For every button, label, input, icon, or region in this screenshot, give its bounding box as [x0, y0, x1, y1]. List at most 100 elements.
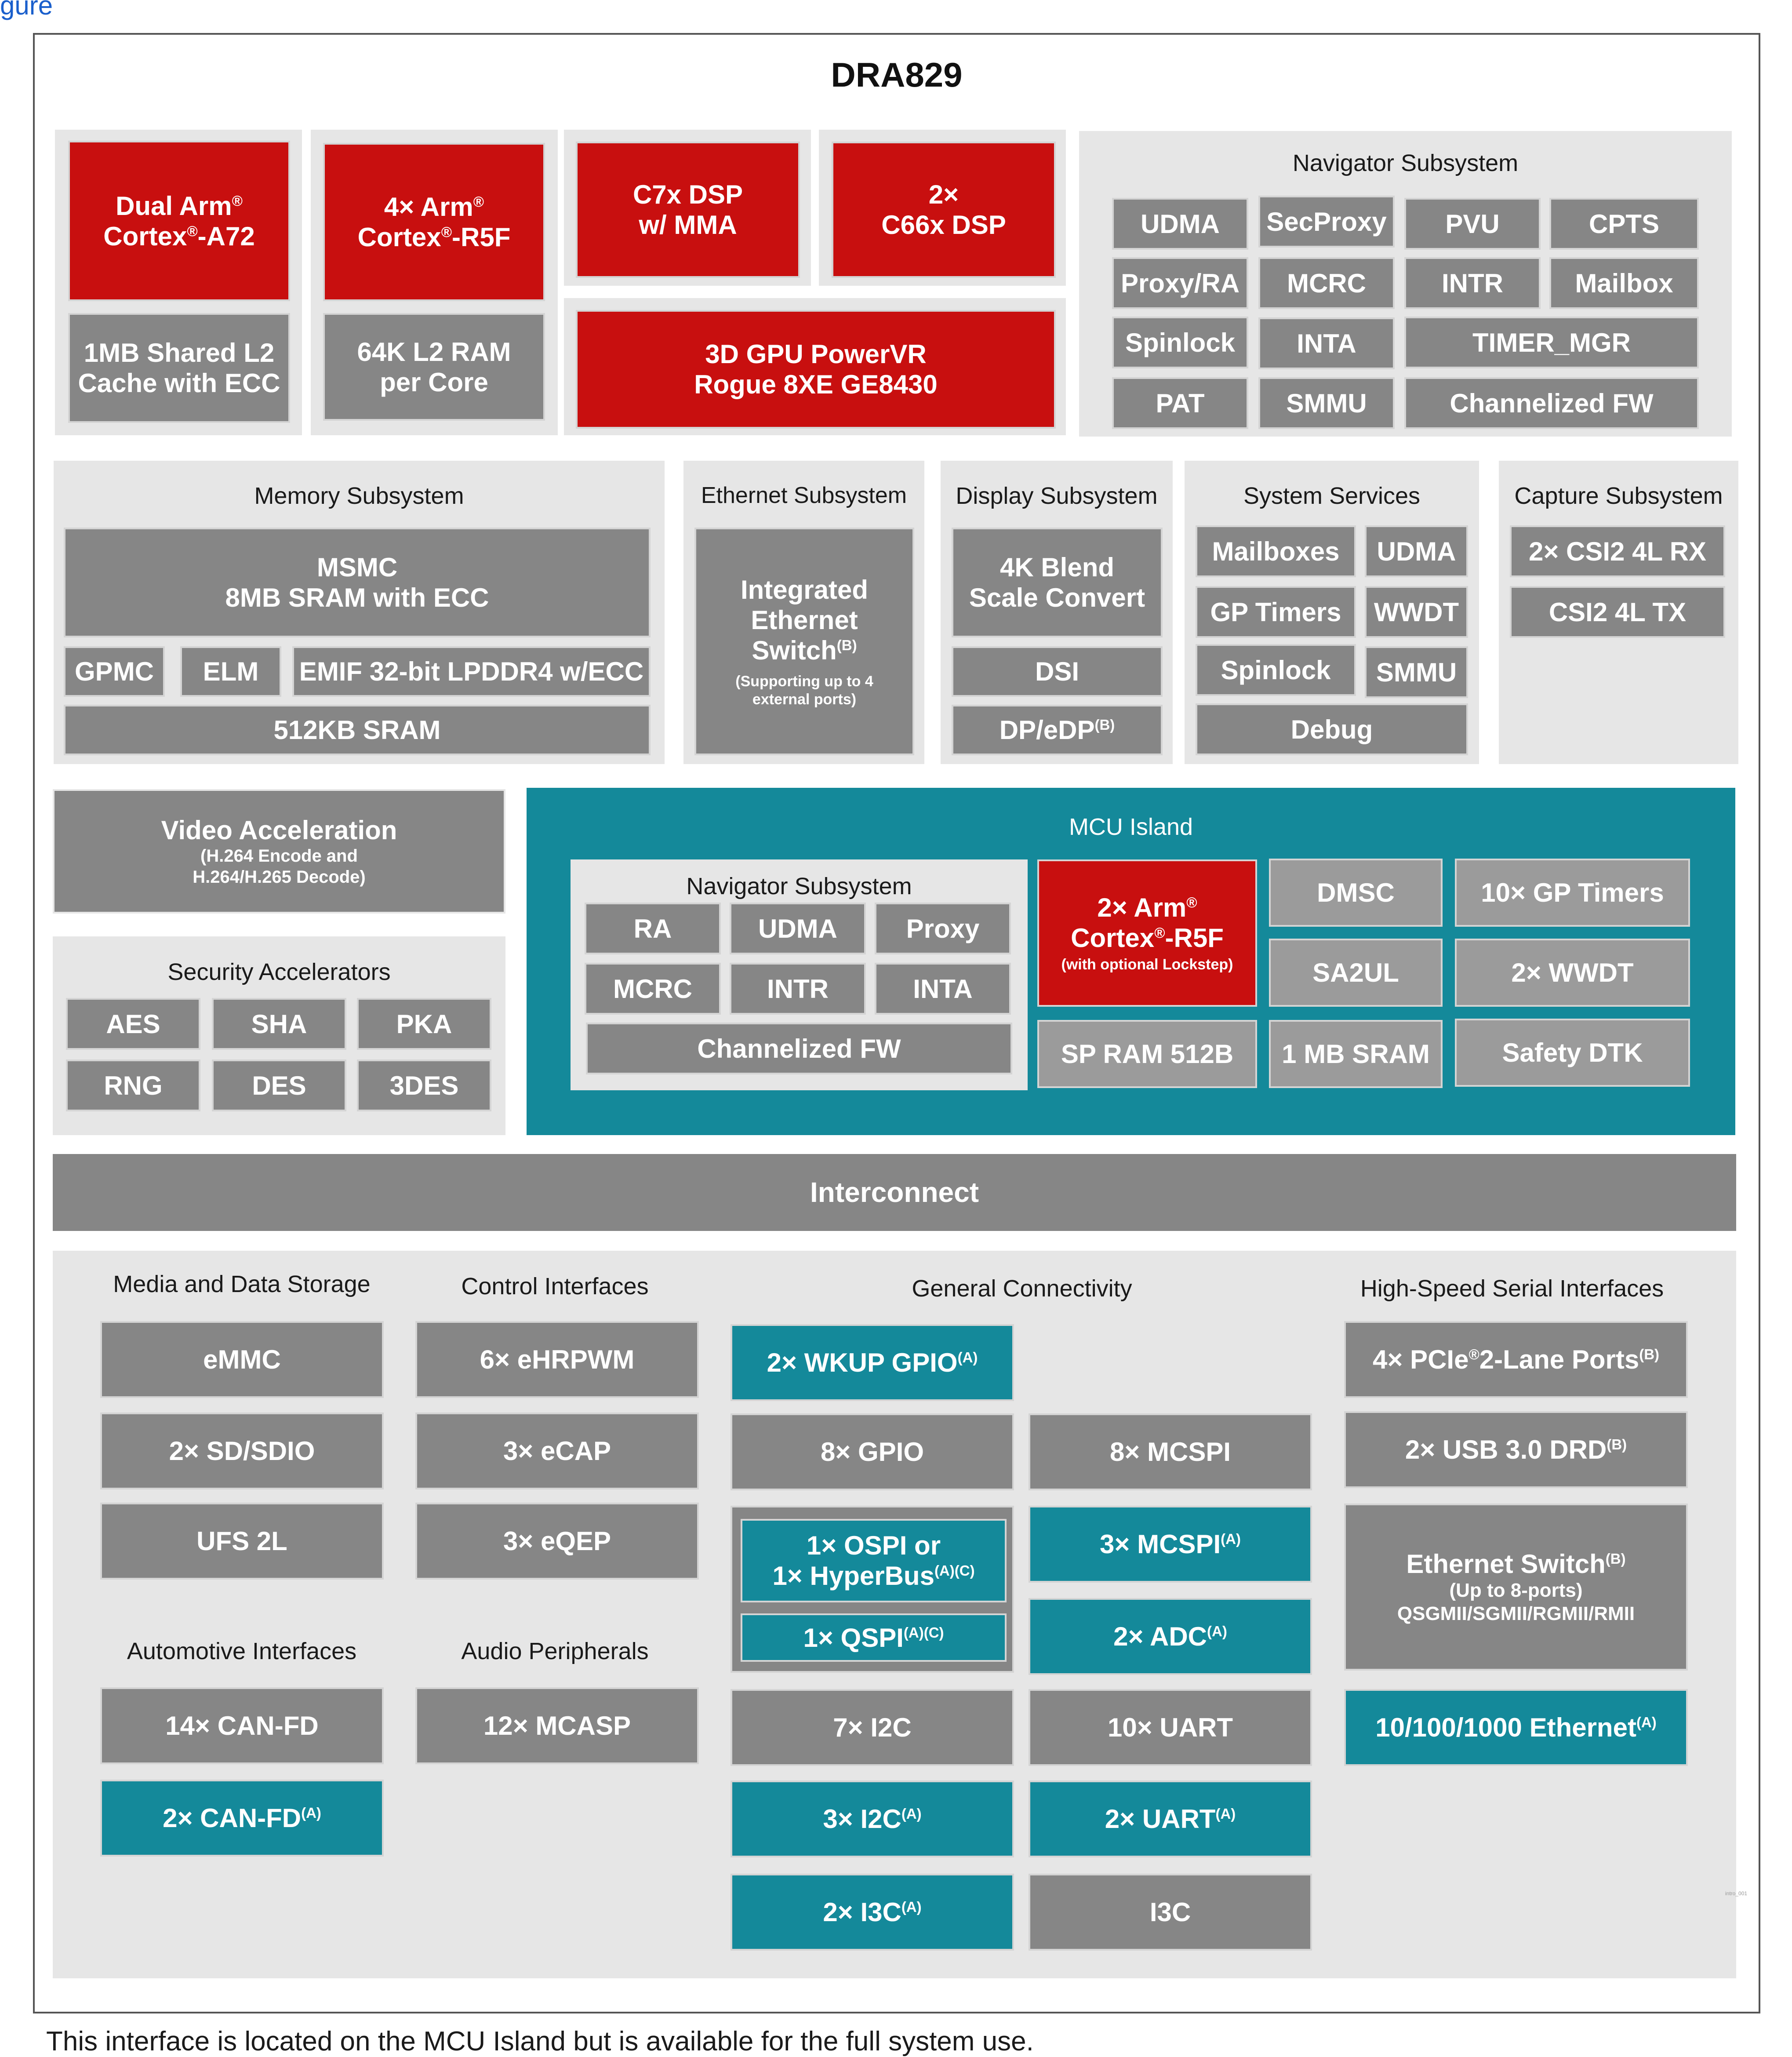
- mcu-intr: INTR: [730, 963, 866, 1015]
- nav-pat: PAT: [1112, 377, 1248, 429]
- nav-proxy-ra: Proxy/RA: [1112, 257, 1248, 309]
- i3c: I3C: [1029, 1874, 1312, 1951]
- i2c-mcu: 3× I2C(A): [731, 1780, 1014, 1857]
- ss-smmu: SMMU: [1365, 646, 1468, 698]
- adc: 2× ADC(A): [1029, 1598, 1312, 1675]
- nav-mailbox: Mailbox: [1549, 257, 1699, 309]
- i2c: 7× I2C: [731, 1689, 1014, 1766]
- ss-mailboxes: Mailboxes: [1196, 525, 1356, 577]
- audio-title: Audio Peripherals: [461, 1638, 649, 1664]
- eqep: 3× eQEP: [415, 1503, 699, 1580]
- nav-intr: INTR: [1404, 257, 1541, 309]
- nav-pvu: PVU: [1404, 198, 1541, 250]
- sec-des: DES: [212, 1059, 346, 1111]
- mcu-island-title: MCU Island: [1069, 814, 1193, 840]
- mcu-inta: INTA: [875, 963, 1011, 1015]
- integrated-ethernet-switch: Integrated Ethernet Switch(B) (Supportin…: [694, 528, 914, 755]
- c7x-dsp: C7x DSP w/ MMA: [576, 142, 800, 278]
- r5f-l2-ram: 64K L2 RAM per Core: [323, 313, 545, 421]
- mcu-mcrc: MCRC: [585, 963, 721, 1015]
- mcu-gp-timers: 10× GP Timers: [1455, 859, 1690, 927]
- blend-scale-convert: 4K Blend Scale Convert: [952, 528, 1163, 637]
- mcu-safety-dtk: Safety DTK: [1455, 1019, 1690, 1087]
- dsi: DSI: [952, 646, 1163, 697]
- nav-smmu: SMMU: [1258, 377, 1395, 429]
- a72-core: Dual Arm® Cortex®-A72: [68, 141, 290, 301]
- media-title: Media and Data Storage: [113, 1271, 371, 1297]
- footnote: This interface is located on the MCU Isl…: [46, 2026, 1034, 2057]
- security-title: Security Accelerators: [167, 959, 391, 985]
- ss-udma: UDMA: [1365, 525, 1468, 577]
- usb3: 2× USB 3.0 DRD(B): [1344, 1411, 1688, 1488]
- control-title: Control Interfaces: [461, 1273, 649, 1300]
- general-title: General Connectivity: [912, 1275, 1132, 1302]
- sec-rng: RNG: [66, 1059, 200, 1111]
- elm: ELM: [180, 646, 281, 697]
- nav-channelized-fw: Channelized FW: [1404, 377, 1699, 429]
- mcu-sa2ul: SA2UL: [1269, 939, 1443, 1007]
- sec-aes: AES: [66, 998, 200, 1050]
- emmc: eMMC: [100, 1321, 384, 1398]
- csi2-tx: CSI2 4L TX: [1510, 586, 1725, 638]
- gpmc: GPMC: [64, 646, 165, 697]
- ecap: 3× eCAP: [415, 1413, 699, 1489]
- nav-spinlock: Spinlock: [1112, 317, 1248, 368]
- nav-cpts: CPTS: [1549, 198, 1699, 250]
- sd-sdio: 2× SD/SDIO: [100, 1413, 384, 1489]
- mcu-proxy: Proxy: [875, 903, 1011, 954]
- gigabit-ethernet: 10/100/1000 Ethernet(A): [1344, 1689, 1688, 1766]
- interconnect-bar: Interconnect: [53, 1154, 1736, 1231]
- mcspi-mcu: 3× MCSPI(A): [1029, 1506, 1312, 1583]
- highspeed-title: High-Speed Serial Interfaces: [1360, 1275, 1664, 1302]
- wkup-gpio: 2× WKUP GPIO(A): [731, 1324, 1014, 1401]
- ehrpwm: 6× eHRPWM: [415, 1321, 699, 1398]
- qspi: 1× QSPI(A)(C): [741, 1613, 1007, 1662]
- automotive-title: Automotive Interfaces: [127, 1638, 357, 1664]
- c66x-dsp: 2× C66x DSP: [832, 142, 1056, 278]
- ethernet-switch: Ethernet Switch(B) (Up to 8-ports)QSGMII…: [1344, 1504, 1688, 1671]
- uart: 10× UART: [1029, 1689, 1312, 1766]
- capture-title: Capture Subsystem: [1514, 483, 1723, 509]
- mcu-navigator-title: Navigator Subsystem: [686, 873, 912, 899]
- mcu-ra: RA: [585, 903, 721, 954]
- display-title: Display Subsystem: [956, 483, 1158, 509]
- a72-l2-cache: 1MB Shared L2 Cache with ECC: [68, 313, 290, 423]
- nav-secproxy: SecProxy: [1258, 196, 1395, 248]
- mcu-r5f: 2× Arm® Cortex®-R5F (with optional Locks…: [1037, 859, 1257, 1007]
- nav-mcrc: MCRC: [1258, 257, 1395, 309]
- diagram-title: DRA829: [831, 55, 963, 94]
- mcu-dmsc: DMSC: [1269, 859, 1443, 927]
- nav-inta: INTA: [1258, 317, 1395, 369]
- mcu-udma: UDMA: [730, 903, 866, 954]
- ss-spinlock: Spinlock: [1196, 644, 1356, 696]
- nav-timer-mgr: TIMER_MGR: [1404, 317, 1699, 368]
- mcu-sp-ram: SP RAM 512B: [1037, 1020, 1257, 1088]
- mcu-wwdt: 2× WWDT: [1455, 939, 1690, 1007]
- uart-mcu: 2× UART(A): [1029, 1780, 1312, 1857]
- ss-gp-timers: GP Timers: [1196, 586, 1356, 638]
- sec-pka: PKA: [357, 998, 491, 1050]
- mcspi: 8× MCSPI: [1029, 1413, 1312, 1490]
- msmc-512kb-sram: 512KB SRAM: [64, 705, 651, 755]
- can-fd-mcu: 2× CAN-FD(A): [100, 1780, 384, 1857]
- nav-udma: UDMA: [1112, 198, 1248, 250]
- ss-wwdt: WWDT: [1365, 586, 1468, 638]
- ss-debug: Debug: [1196, 703, 1468, 755]
- pcie: 4× PCIe®2-Lane Ports(B): [1344, 1321, 1688, 1398]
- mcu-channelized-fw: Channelized FW: [586, 1023, 1012, 1074]
- sec-sha: SHA: [212, 998, 346, 1050]
- mcu-1mb-sram: 1 MB SRAM: [1269, 1020, 1443, 1088]
- dp-edp: DP/eDP(B): [952, 705, 1163, 755]
- ethernet-title: Ethernet Subsystem: [701, 483, 907, 508]
- csi2-rx: 2× CSI2 4L RX: [1510, 525, 1725, 577]
- gpu-core: 3D GPU PowerVR Rogue 8XE GE8430: [576, 310, 1056, 429]
- system-services-title: System Services: [1243, 483, 1421, 509]
- mcasp: 12× MCASP: [415, 1687, 699, 1764]
- can-fd: 14× CAN-FD: [100, 1687, 384, 1764]
- r5f-core: 4× Arm® Cortex®-R5F: [323, 143, 545, 301]
- ufs: UFS 2L: [100, 1503, 384, 1580]
- navigator-title: Navigator Subsystem: [1292, 150, 1519, 176]
- figure-code: intro_001: [1725, 1890, 1748, 1897]
- i3c-mcu: 2× I3C(A): [731, 1874, 1014, 1951]
